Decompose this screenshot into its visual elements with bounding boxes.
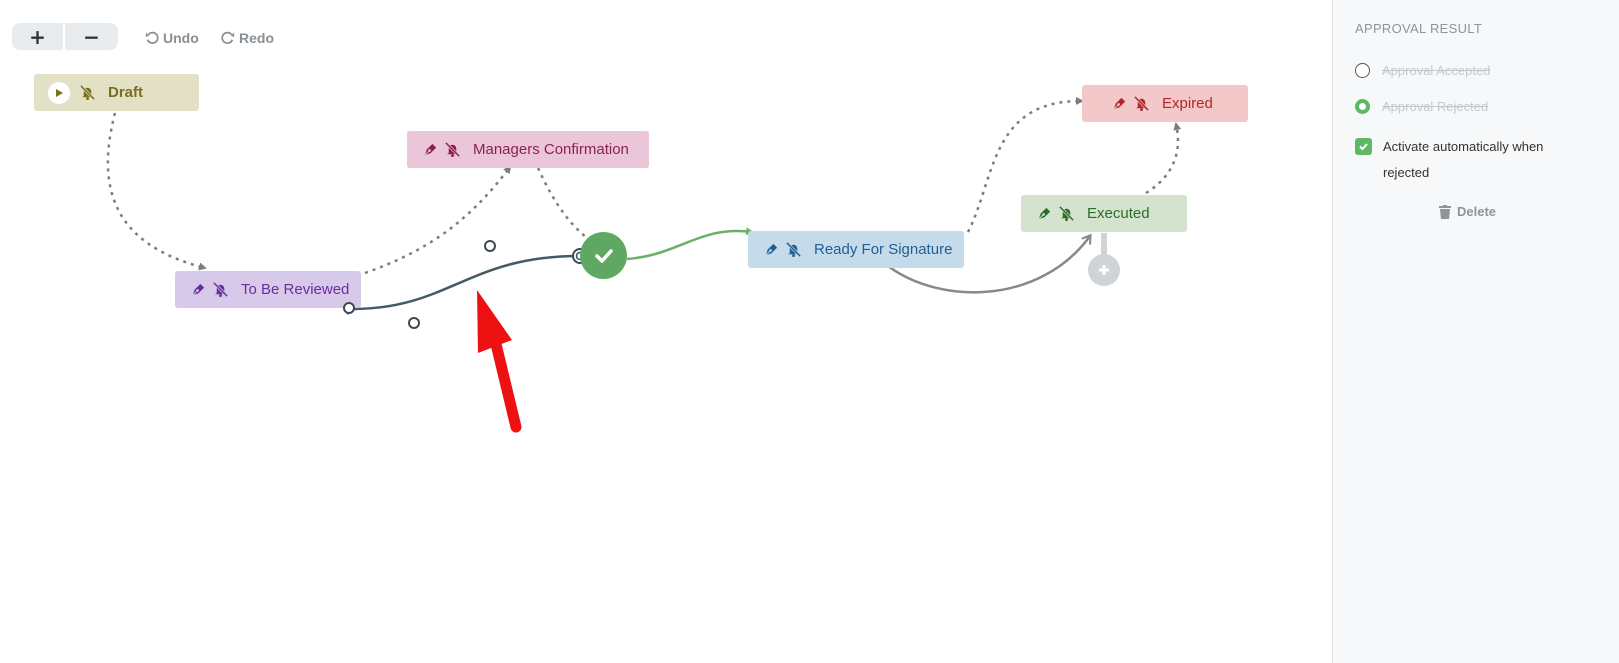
wire-hub-to-ready-approved xyxy=(626,227,754,261)
node-label: Ready For Signature xyxy=(814,241,953,258)
trash-icon xyxy=(1439,204,1451,219)
wire-hub-to-review-rejected xyxy=(346,254,583,315)
redo-icon xyxy=(221,31,235,44)
wire-end-handle[interactable] xyxy=(343,302,355,314)
check-icon xyxy=(594,248,613,263)
play-icon xyxy=(48,81,70,104)
undo-icon xyxy=(145,31,159,44)
properties-panel: APPROVAL RESULT Approval Accepted Approv… xyxy=(1332,0,1619,663)
zoom-in-button[interactable]: + xyxy=(12,23,65,50)
pen-icon xyxy=(1035,205,1053,223)
wire-executed-to-expired xyxy=(1145,122,1182,195)
option-approval-rejected[interactable]: Approval Rejected xyxy=(1355,99,1488,114)
delete-button[interactable]: Delete xyxy=(1439,204,1496,219)
node-executed[interactable]: Executed xyxy=(1021,195,1187,232)
checkmark-icon xyxy=(1359,143,1368,151)
bell-slash-icon xyxy=(1057,205,1075,223)
redo-label: Redo xyxy=(239,30,274,46)
bell-slash-icon xyxy=(443,141,461,159)
bell-slash-icon xyxy=(211,281,229,299)
pen-icon xyxy=(762,241,780,259)
pen-icon xyxy=(1110,95,1128,113)
redo-button[interactable]: Redo xyxy=(221,28,274,48)
bell-slash-icon xyxy=(1132,95,1150,113)
node-draft[interactable]: Draft xyxy=(34,74,199,111)
option-approval-accepted[interactable]: Approval Accepted xyxy=(1355,63,1490,78)
wire-draft-to-review xyxy=(106,112,207,271)
node-label: Managers Confirmation xyxy=(473,141,629,158)
auto-activate-checkbox[interactable] xyxy=(1355,138,1372,155)
node-label: Expired xyxy=(1162,95,1213,112)
wire-ready-to-executed xyxy=(887,233,1092,294)
bell-slash-icon xyxy=(784,241,802,259)
node-ready-for-signature[interactable]: Ready For Signature xyxy=(748,231,964,268)
zoom-out-button[interactable]: − xyxy=(65,23,118,50)
undo-label: Undo xyxy=(163,30,199,46)
node-managers-confirmation[interactable]: Managers Confirmation xyxy=(407,131,649,168)
wire-ready-to-expired xyxy=(966,96,1084,233)
option-label: Approval Rejected xyxy=(1382,99,1489,114)
node-label: To Be Reviewed xyxy=(241,281,350,298)
panel-title: APPROVAL RESULT xyxy=(1355,21,1483,36)
undo-button[interactable]: Undo xyxy=(145,28,199,48)
wire-review-to-managers xyxy=(364,165,512,275)
plus-icon xyxy=(1099,265,1109,275)
node-label: Executed xyxy=(1087,205,1150,222)
node-to-be-reviewed[interactable]: To Be Reviewed xyxy=(175,271,361,308)
annotation-arrow-head xyxy=(477,290,512,353)
option-label: Approval Accepted xyxy=(1382,63,1491,78)
node-expired[interactable]: Expired xyxy=(1082,85,1248,122)
auto-activate-label[interactable]: Activate automatically when rejected xyxy=(1383,139,1544,180)
delete-label: Delete xyxy=(1457,204,1497,219)
wire-control-handle[interactable] xyxy=(408,317,420,329)
zoom-controls: + − xyxy=(12,23,118,50)
radio-approval-accepted[interactable] xyxy=(1355,63,1370,78)
pen-icon xyxy=(421,141,439,159)
annotation-arrow xyxy=(490,338,522,433)
wire-control-handle[interactable] xyxy=(484,240,496,252)
bell-slash-icon xyxy=(78,84,96,102)
add-transition-button[interactable] xyxy=(1088,254,1120,286)
radio-approval-rejected[interactable] xyxy=(1355,99,1370,114)
pen-icon xyxy=(189,281,207,299)
approval-hub[interactable] xyxy=(580,232,627,279)
wires-layer xyxy=(106,96,1182,433)
node-label: Draft xyxy=(108,84,144,101)
workflow-canvas[interactable]: + − Undo Redo Draft To Be Reviewed xyxy=(0,0,1332,663)
wire-managers-to-hub xyxy=(536,167,593,243)
